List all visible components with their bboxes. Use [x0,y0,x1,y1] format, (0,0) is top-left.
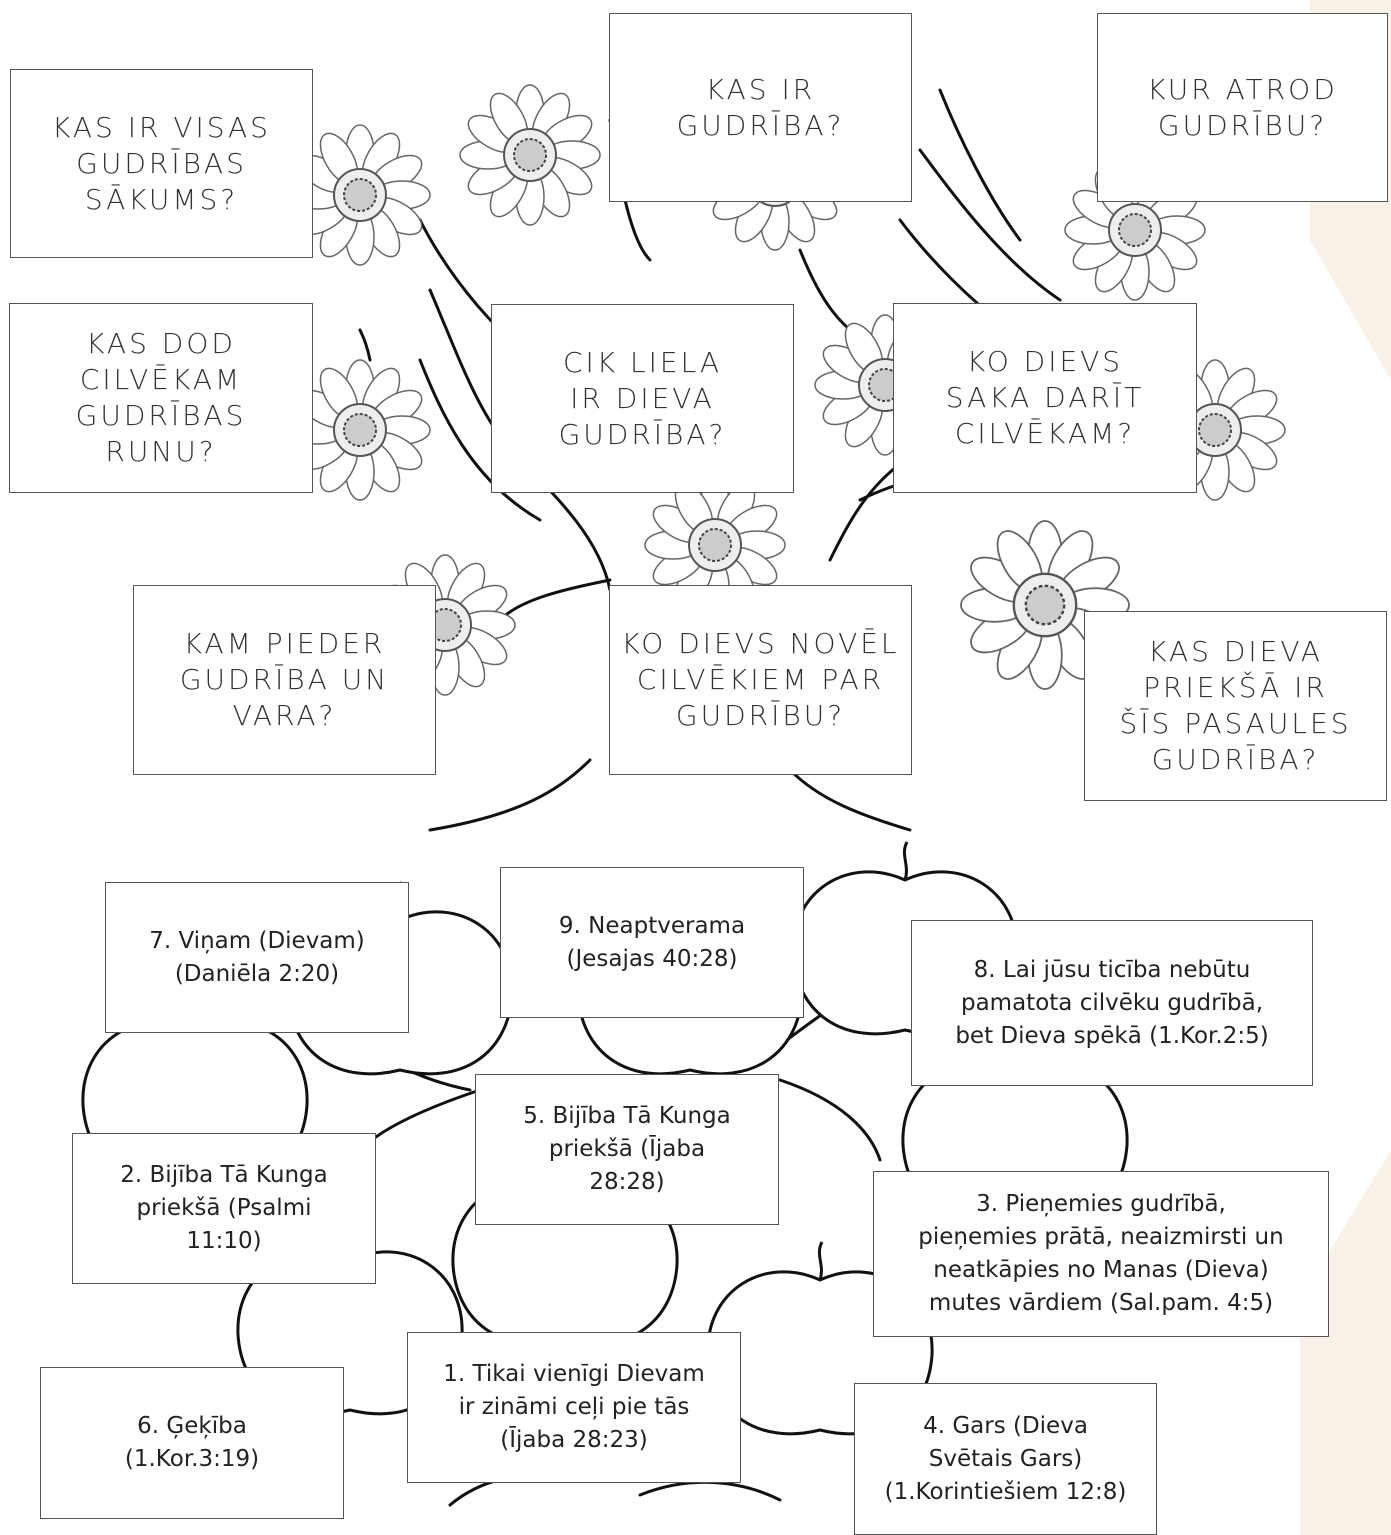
question-text: KAS IR VISAS GUDRĪBAS SĀKUMS? [52,110,271,216]
answer-text: 6. Ģeķība (1.Kor.3:19) [124,1413,260,1472]
answer-card: 9. Neaptverama (Jesajas 40:28) [500,867,804,1018]
question-text: KAS IR GUDRĪBA? [676,72,845,142]
question-card: CIK LIELA IR DIEVA GUDRĪBA? [491,304,794,493]
answer-card: 6. Ģeķība (1.Kor.3:19) [40,1367,344,1519]
answer-card: 4. Gars (Dieva Svētais Gars) (1.Korintie… [854,1383,1157,1535]
question-text: CIK LIELA IR DIEVA GUDRĪBA? [558,345,727,451]
question-card: KUR ATROD GUDRĪBU? [1097,13,1388,202]
question-card: KO DIEVS SAKA DARĪT CILVĒKAM? [893,303,1197,493]
question-text: KAS DIEVA PRIEKŠĀ IR ŠĪS PASAULES GUDRĪB… [1119,635,1352,776]
answer-card: 5. Bijība Tā Kunga priekšā (Ījaba 28:28) [475,1074,779,1225]
question-text: KUR ATROD GUDRĪBU? [1147,72,1338,142]
question-card: KAS IR VISAS GUDRĪBAS SĀKUMS? [10,69,313,258]
question-card: KAS IR GUDRĪBA? [609,13,912,202]
answer-card: 2. Bijība Tā Kunga priekšā (Psalmi 11:10… [72,1133,376,1284]
question-card: KAM PIEDER GUDRĪBA UN VARA? [133,585,436,775]
answer-text: 2. Bijība Tā Kunga priekšā (Psalmi 11:10… [120,1162,328,1254]
question-card: KAS DOD CILVĒKAM GUDRĪBAS RUNU? [9,303,313,493]
answer-text: 3. Pieņemies gudrībā, pieņemies prātā, n… [918,1191,1284,1316]
question-text: KAM PIEDER GUDRĪBA UN VARA? [179,627,390,732]
answer-text: 1. Tikai vienīgi Dievam ir zināmi ceļi p… [443,1361,705,1453]
question-text: KO DIEVS SAKA DARĪT CILVĒKAM? [945,345,1145,450]
question-card: KAS DIEVA PRIEKŠĀ IR ŠĪS PASAULES GUDRĪB… [1084,611,1387,801]
answer-text: 4. Gars (Dieva Svētais Gars) (1.Korintie… [884,1412,1127,1505]
answer-card: 1. Tikai vienīgi Dievam ir zināmi ceļi p… [407,1332,741,1483]
question-card: KO DIEVS NOVĒL CILVĒKIEM PAR GUDRĪBU? [609,585,912,775]
answer-card: 7. Viņam (Dievam) (Daniēla 2:20) [105,882,409,1033]
answer-card: 3. Pieņemies gudrībā, pieņemies prātā, n… [873,1171,1329,1337]
answer-text: 8. Lai jūsu ticība nebūtu pamatota cilvē… [955,956,1269,1049]
answer-text: 9. Neaptverama (Jesajas 40:28) [558,912,746,972]
answer-card: 8. Lai jūsu ticība nebūtu pamatota cilvē… [911,920,1313,1086]
answer-text: 5. Bijība Tā Kunga priekšā (Ījaba 28:28) [523,1103,731,1195]
answer-text: 7. Viņam (Dievam) (Daniēla 2:20) [149,927,365,987]
question-text: KAS DOD CILVĒKAM GUDRĪBAS RUNU? [75,327,247,468]
question-text: KO DIEVS NOVĒL CILVĒKIEM PAR GUDRĪBU? [621,627,900,732]
